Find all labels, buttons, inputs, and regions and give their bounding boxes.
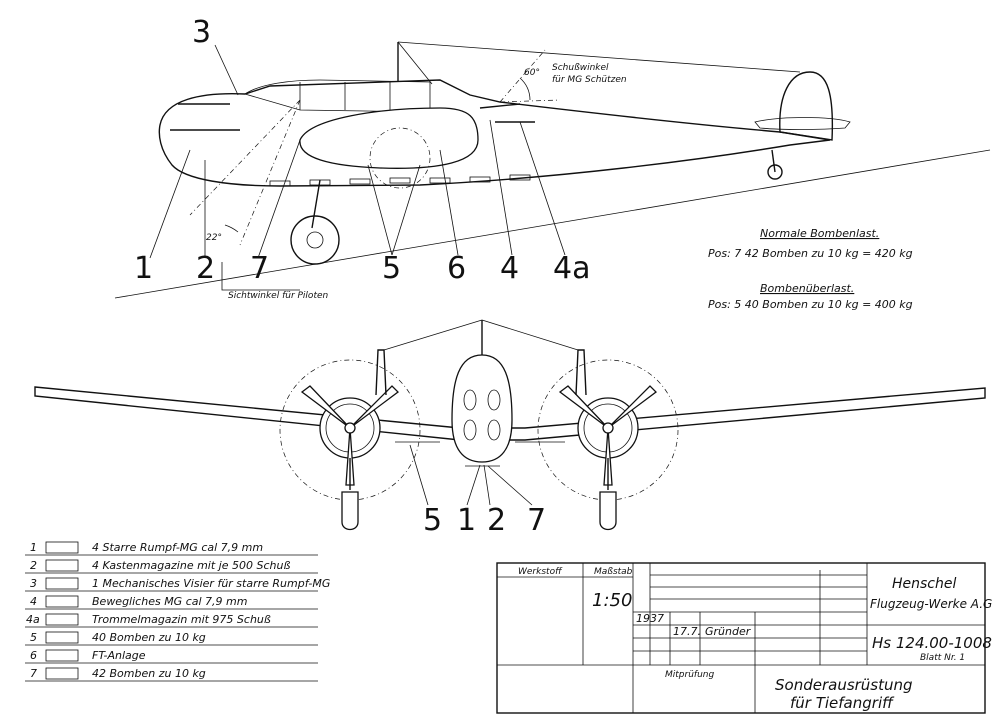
svg-text:4 Starre Rumpf-MG cal 7,9 mm: 4 Starre Rumpf-MG cal 7,9 mm — [92, 541, 263, 554]
propeller-right — [558, 385, 657, 486]
company-name-2: Flugzeug-Werke A.G — [870, 597, 992, 611]
title-block: Werkstoff Maßstab 1:50 1937 17.7. Gründe… — [496, 562, 992, 714]
legend-row: 7 42 Bomben zu 10 kg — [25, 667, 318, 682]
sheet-note: Blatt Nr. 1 — [920, 653, 965, 663]
callout-side-5: 5 — [382, 251, 401, 286]
mitpruefung-label: Mitprüfung — [665, 670, 714, 680]
massstab-label: Maßstab — [594, 567, 633, 577]
prop-arc-side — [369, 127, 431, 189]
drawing-title-2: für Tiefangriff — [790, 694, 895, 712]
drawing-date: 17.7. — [673, 625, 701, 638]
gunner-note-1: Schußwinkel — [552, 63, 609, 73]
legend-row: 1 4 Starre Rumpf-MG cal 7,9 mm — [25, 541, 318, 556]
callout-front-7: 7 — [527, 503, 546, 538]
normal-load-title: Normale Bombenlast. — [760, 227, 879, 240]
callout-side-2: 2 — [196, 251, 215, 286]
ground-line — [114, 149, 991, 299]
scale-value: 1:50 — [592, 590, 632, 611]
pilot-note: Sichtwinkel für Piloten — [228, 291, 329, 301]
legend-row: 6 FT-Anlage — [25, 649, 318, 664]
propeller-left — [300, 385, 399, 486]
fuselage-outline — [158, 79, 831, 187]
bomb-rack-side — [269, 174, 531, 187]
svg-text:4: 4 — [30, 595, 37, 608]
callout-side-6: 6 — [447, 251, 466, 286]
leader-lines-side — [149, 44, 566, 259]
side-view: 3 1 2 7 5 6 4 4a 60° Schußwinkel für MG … — [114, 15, 991, 301]
legend: 1 4 Starre Rumpf-MG cal 7,9 mm 2 4 Kaste… — [25, 541, 330, 682]
legend-row: 3 1 Mechanisches Visier für starre Rumpf… — [25, 577, 330, 592]
gunner-note-2: für MG Schützen — [552, 75, 627, 85]
normal-load-line: Pos: 7 42 Bomben zu 10 kg = 420 kg — [708, 247, 913, 260]
svg-text:4a: 4a — [26, 613, 40, 626]
canopy — [244, 79, 431, 113]
svg-text:40 Bomben zu 10 kg: 40 Bomben zu 10 kg — [92, 631, 206, 644]
fuselage-front — [451, 354, 513, 463]
main-gear-strut — [311, 179, 321, 229]
drawing-year: 1937 — [636, 612, 664, 625]
over-load-title: Bombenüberlast. — [760, 282, 854, 295]
svg-text:Trommelmagazin mit 975 Schuß: Trommelmagazin mit 975 Schuß — [92, 613, 271, 626]
tail-fin — [779, 71, 834, 141]
legend-row: 4a Trommelmagazin mit 975 Schuß — [25, 613, 318, 628]
tail-wheel — [767, 164, 783, 180]
svg-text:2: 2 — [30, 559, 37, 572]
drawing-number: Hs 124.00-1008 — [872, 634, 992, 652]
svg-text:4 Kastenmagazine mit je 500 Sc: 4 Kastenmagazine mit je 500 Schuß — [92, 559, 290, 572]
callout-side-4: 4 — [500, 251, 519, 286]
fin-left — [375, 349, 387, 396]
svg-text:FT-Anlage: FT-Anlage — [92, 649, 146, 662]
svg-text:Bewegliches MG cal 7,9 mm: Bewegliches MG cal 7,9 mm — [92, 595, 247, 608]
legend-row: 4 Bewegliches MG cal 7,9 mm — [25, 595, 318, 610]
callout-side-4a: 4a — [553, 251, 590, 286]
fin-right — [575, 349, 587, 396]
drafter-name: Gründer — [705, 625, 752, 638]
drawing-title-1: Sonderausrüstung — [775, 676, 913, 694]
legend-row: 5 40 Bomben zu 10 kg — [25, 631, 318, 646]
svg-text:42 Bomben zu 10 kg: 42 Bomben zu 10 kg — [92, 667, 206, 680]
svg-text:6: 6 — [30, 649, 37, 662]
gunner-angle: 60° — [524, 68, 540, 78]
callout-front-2: 2 — [487, 503, 506, 538]
werkstoff-label: Werkstoff — [518, 567, 563, 577]
callout-front-1: 1 — [457, 503, 476, 538]
antenna-wire — [397, 41, 801, 73]
engine-nacelle — [299, 107, 479, 169]
callout-side-7: 7 — [250, 251, 269, 286]
pilot-angle: 22° — [206, 233, 222, 243]
callout-side-3: 3 — [192, 15, 211, 50]
svg-text:1: 1 — [30, 541, 37, 554]
callout-side-1: 1 — [134, 251, 153, 286]
svg-text:3: 3 — [30, 577, 37, 590]
svg-text:7: 7 — [30, 667, 37, 680]
svg-text:1 Mechanisches Visier für star: 1 Mechanisches Visier für starre Rumpf-M… — [92, 577, 330, 590]
front-view: 5 1 2 7 — [34, 319, 986, 538]
legend-row: 2 4 Kastenmagazine mit je 500 Schuß — [25, 559, 318, 574]
over-load-line: Pos: 5 40 Bomben zu 10 kg = 400 kg — [708, 298, 913, 311]
bomb-rack-front — [395, 441, 565, 467]
flexible-mg — [479, 103, 521, 109]
bomb-load-notes: Normale Bombenlast. Pos: 7 42 Bomben zu … — [708, 227, 913, 311]
callout-front-5: 5 — [423, 503, 442, 538]
company-name-1: Henschel — [892, 576, 956, 592]
svg-text:5: 5 — [30, 631, 37, 644]
main-wheel — [290, 215, 340, 265]
